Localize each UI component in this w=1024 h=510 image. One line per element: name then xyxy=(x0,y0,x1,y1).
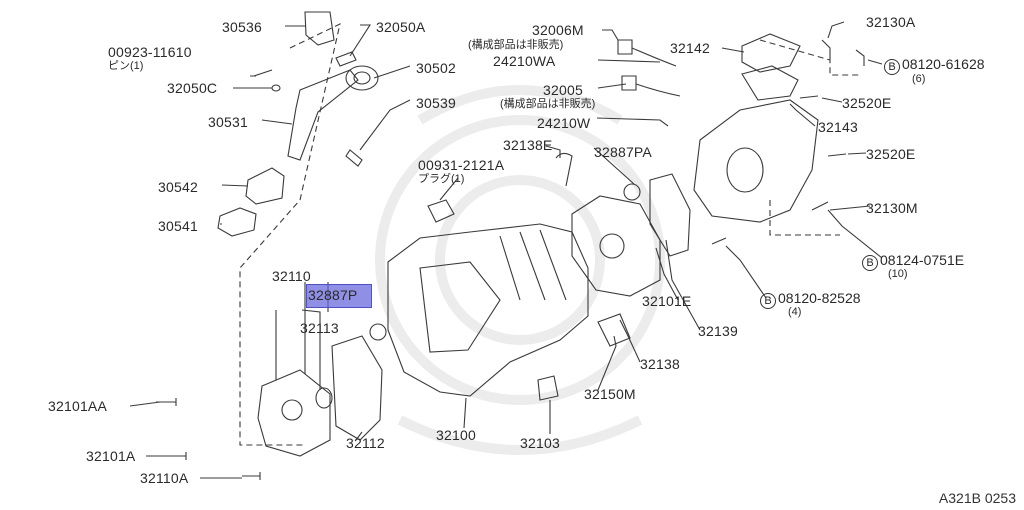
label-30536: 30536 xyxy=(222,19,262,35)
label-32110: 32110 xyxy=(272,268,311,284)
label-32887pa: 32887PA xyxy=(594,144,652,160)
drain-plug xyxy=(427,199,455,223)
bolt-32050a xyxy=(335,51,357,67)
mount xyxy=(537,375,559,401)
front-gasket xyxy=(331,335,383,441)
label-32050c: 32050C xyxy=(167,80,218,96)
label-32005-sub: (構成部品は非販売) xyxy=(500,98,596,110)
gasket xyxy=(649,173,691,257)
label-32520e-1: 32520E xyxy=(842,95,892,111)
pin xyxy=(253,69,273,77)
label-24210wa: 24210WA xyxy=(493,53,556,69)
label-32006m: 32006M xyxy=(532,22,584,38)
release-fork xyxy=(287,69,359,161)
bolt-32101a xyxy=(168,452,187,460)
label-32101a: 32101A xyxy=(86,448,136,464)
label-32050a: 32050A xyxy=(376,19,426,35)
oil-seal xyxy=(315,387,333,409)
stud-32520e-1 xyxy=(799,95,819,99)
bushing-32887pa xyxy=(623,183,641,201)
switch-32005 xyxy=(621,75,637,91)
bolt-b-icon: B xyxy=(862,255,878,271)
label-08120-82528-text: 08120-82528 xyxy=(778,290,861,306)
label-00923-11610: 00923-11610 xyxy=(108,44,192,60)
label-32005: 32005 xyxy=(543,82,583,98)
label-24210w: 24210W xyxy=(537,115,591,131)
bolt-b-icon: B xyxy=(760,293,776,309)
label-32887p: 32887P xyxy=(308,287,358,303)
label-00931-sub: プラグ(1) xyxy=(418,173,465,185)
clip xyxy=(271,84,281,92)
label-32138e: 32138E xyxy=(503,137,553,153)
stud-32520e-2 xyxy=(827,153,847,157)
label-30531: 30531 xyxy=(208,114,248,130)
bolt-32110a xyxy=(242,472,261,480)
label-08124-text: 08124-0751E xyxy=(880,252,965,268)
label-32006m-sub: (構成部品は非販売) xyxy=(468,39,564,51)
label-32130a: 32130A xyxy=(866,14,916,30)
label-30541: 30541 xyxy=(158,218,198,234)
label-32150m: 32150M xyxy=(584,386,636,402)
label-08120-82528-qty: (4) xyxy=(788,306,802,318)
bracket xyxy=(304,11,335,46)
rear-cover xyxy=(741,33,801,73)
transmission-case xyxy=(387,223,589,397)
boot-30541 xyxy=(217,207,257,237)
label-32110a: 32110A xyxy=(140,470,189,486)
label-32112: 32112 xyxy=(346,435,385,451)
label-08120-61628-qty: (6) xyxy=(912,73,926,85)
adapter-plate xyxy=(571,195,661,297)
bolt-08120-61628 xyxy=(855,49,865,66)
extension-housing xyxy=(693,99,819,223)
dashed-frame-rear-2 xyxy=(769,200,840,236)
label-30502: 30502 xyxy=(416,60,456,76)
dashed-frame-release xyxy=(239,23,341,446)
label-32130m: 32130M xyxy=(866,200,918,216)
bolt-b-icon: B xyxy=(884,59,900,75)
label-32143: 32143 xyxy=(818,119,858,135)
bolt-32130a xyxy=(821,39,831,60)
front-cover xyxy=(257,369,331,457)
label-32142: 32142 xyxy=(670,40,710,56)
bolt-08124 xyxy=(811,201,829,211)
label-32101aa: 32101AA xyxy=(48,398,108,414)
bolt-08120-82528 xyxy=(711,237,727,245)
cover-32150m xyxy=(597,313,631,347)
label-32100: 32100 xyxy=(436,427,476,443)
breather-pipe xyxy=(555,152,573,187)
label-08124-qty: (10) xyxy=(888,268,908,280)
label-00931-2121a: 00931-2121A xyxy=(418,157,505,173)
label-08120-61628-text: 08120-61628 xyxy=(902,56,985,72)
label-30539: 30539 xyxy=(416,95,456,111)
rear-cover-gasket xyxy=(741,65,799,101)
wire-32006m xyxy=(631,47,677,67)
label-30542: 30542 xyxy=(158,179,198,195)
highlight-selection[interactable] xyxy=(306,284,372,308)
label-32101e: 32101E xyxy=(642,293,692,309)
bushing-32887p xyxy=(369,323,387,341)
label-32113: 32113 xyxy=(300,320,339,336)
label-32138: 32138 xyxy=(640,356,680,372)
label-32520e-2: 32520E xyxy=(866,146,916,162)
label-32103: 32103 xyxy=(520,435,560,451)
label-32139: 32139 xyxy=(698,323,738,339)
dashed-frame-rear xyxy=(759,39,860,76)
release-bearing xyxy=(345,65,379,91)
diagram-code: A321B 0253 xyxy=(938,490,1016,506)
boot-30542 xyxy=(245,167,285,205)
return-spring xyxy=(345,149,363,167)
label-00923-sub: ピン(1) xyxy=(108,60,144,72)
switch-32006m xyxy=(617,39,633,55)
wire-32005 xyxy=(635,83,681,97)
